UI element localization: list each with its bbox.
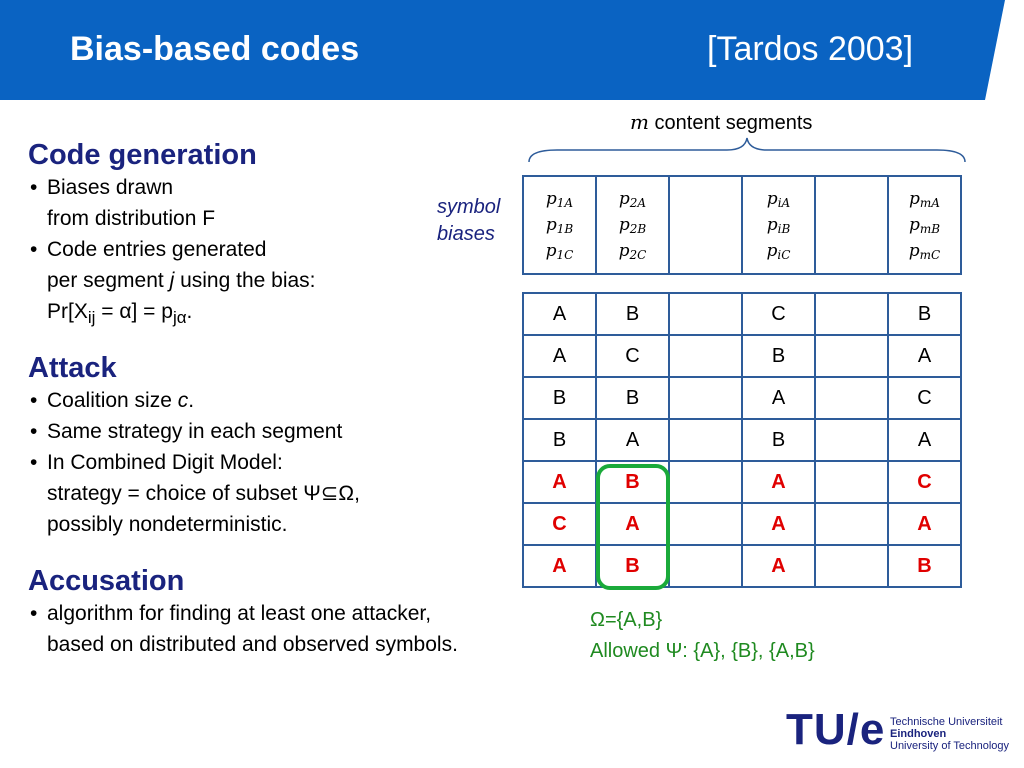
tue-logo-text: Technische Universiteit Eindhoven Univer… (890, 716, 1010, 752)
header-background (0, 0, 1005, 100)
header-banner: Bias-based codes [Tardos 2003] (0, 0, 1024, 100)
slide-title: Bias-based codes (70, 30, 360, 68)
list-item: Coalition size c. (28, 385, 568, 416)
segments-label: m content segments (630, 110, 813, 134)
omega-annotation: Ω={A,B} Allowed Ψ: {A}, {B}, {A,B} (590, 609, 815, 662)
left-column: Code generation Biases drawn from distri… (28, 138, 568, 660)
attack-heading: Attack (28, 352, 117, 384)
list-item: Code entries generated per segment j usi… (28, 234, 568, 327)
segments-brace (528, 137, 966, 163)
slide-citation: [Tardos 2003] (707, 30, 914, 68)
attack-list: Coalition size c. Same strategy in each … (28, 385, 568, 540)
bias-cell (814, 175, 889, 275)
accusation-list: algorithm for finding at least one attac… (28, 598, 568, 660)
list-item: algorithm for finding at least one attac… (28, 598, 568, 660)
bias-cell (668, 175, 743, 275)
segment-highlight-box (596, 464, 670, 590)
symbol-biases-label: symbol biases (437, 196, 501, 245)
list-item: Same strategy in each segment (28, 416, 568, 447)
code-generation-heading: Code generation (28, 139, 257, 171)
accusation-heading: Accusation (28, 565, 185, 597)
tue-logo-mark: TU/e (786, 705, 886, 754)
list-item: In Combined Digit Model: strategy = choi… (28, 447, 568, 540)
probability-formula: Pr[Xij = α] = pjα. (47, 300, 193, 327)
code-generation-list: Biases drawn from distribution F Code en… (28, 172, 568, 327)
list-item: Biases drawn from distribution F (28, 172, 568, 234)
